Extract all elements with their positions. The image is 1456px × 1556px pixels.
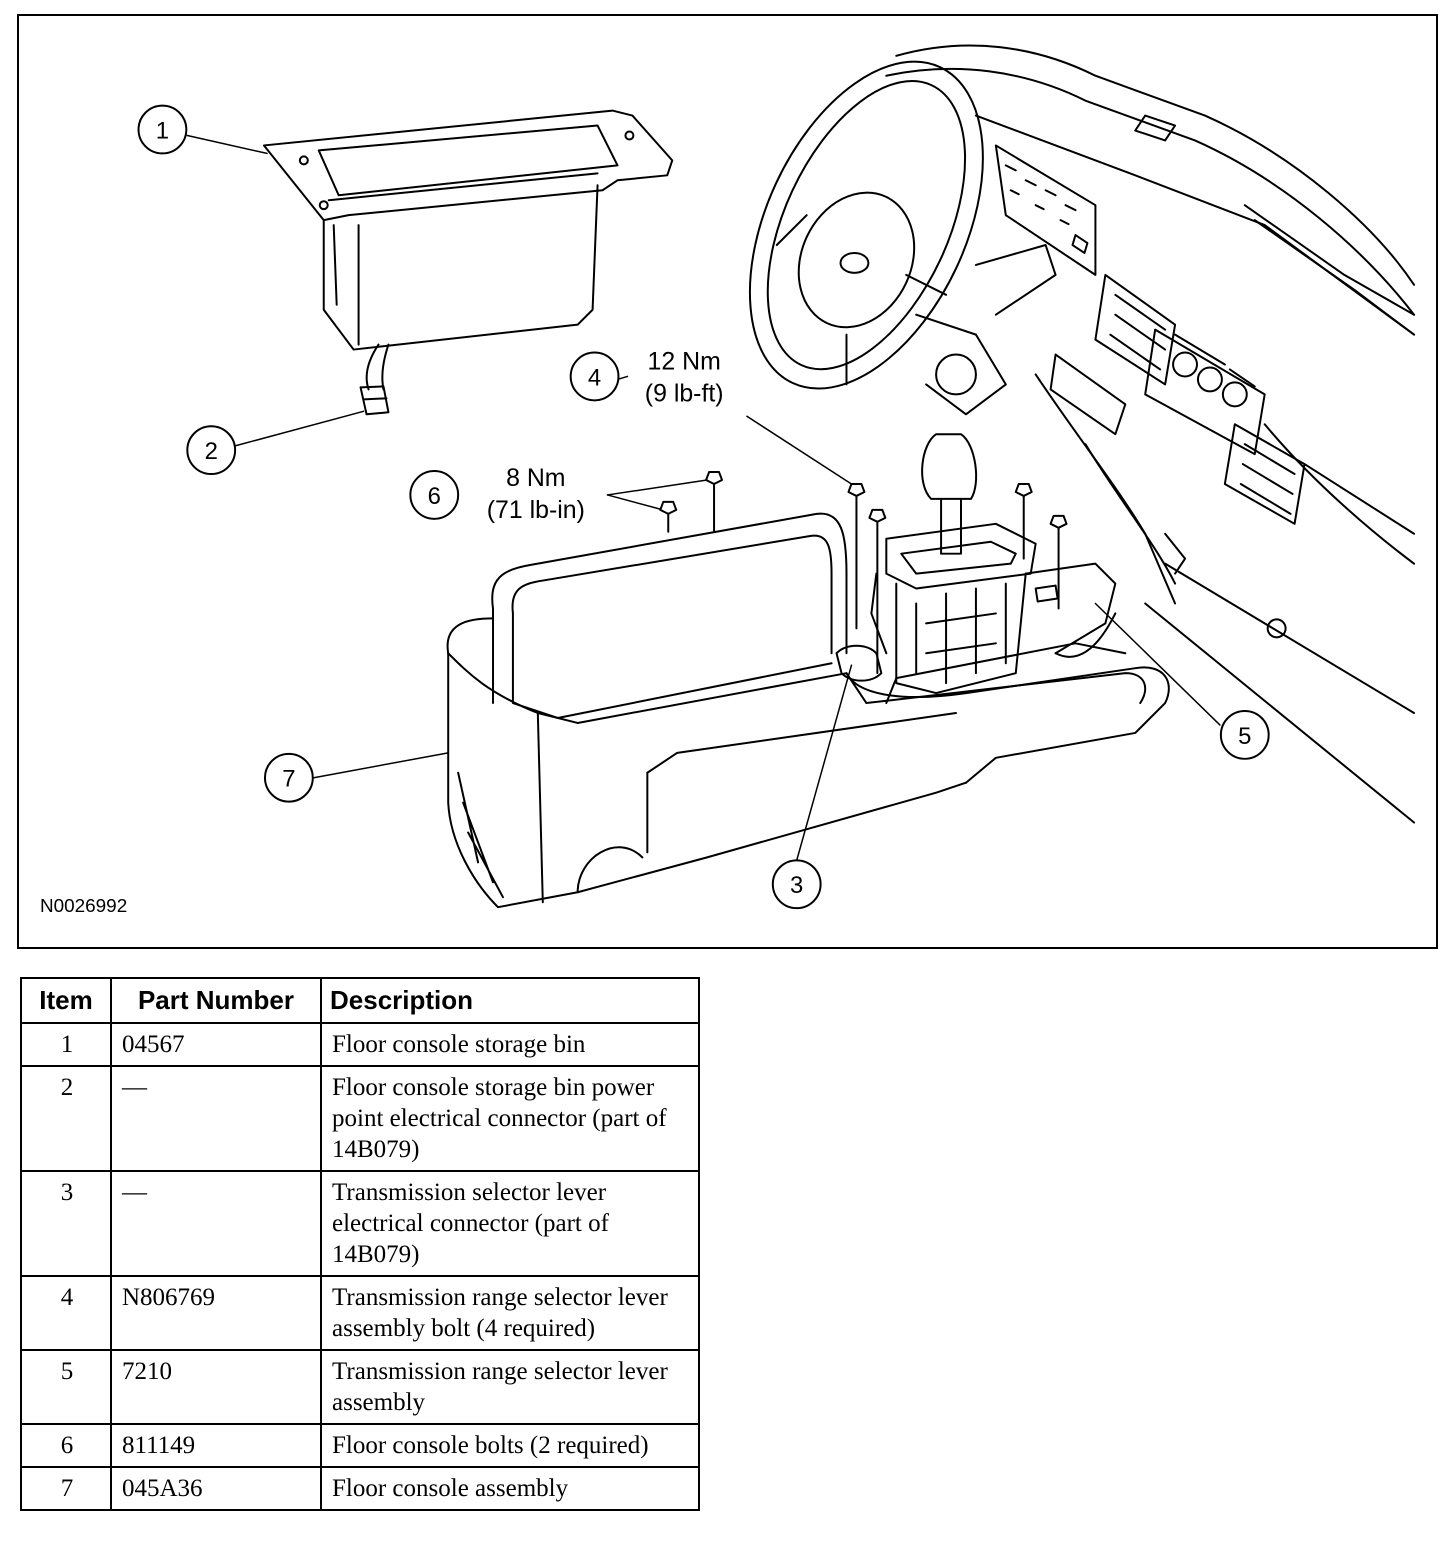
cell-item: 6 bbox=[20, 1423, 112, 1468]
torque-6-nm: 8 Nm bbox=[506, 464, 565, 492]
table-header-row: Item Part Number Description bbox=[20, 977, 700, 1024]
cell-item: 7 bbox=[20, 1466, 112, 1511]
cell-description: Floor console storage bin power point el… bbox=[320, 1065, 700, 1172]
cell-part-number: — bbox=[110, 1065, 322, 1172]
table-row: 4 N806769 Transmission range selector le… bbox=[20, 1275, 700, 1351]
table-row: 7 045A36 Floor console assembly bbox=[20, 1466, 700, 1511]
cell-part-number: 7210 bbox=[110, 1349, 322, 1425]
callout-3: 3 bbox=[771, 859, 822, 910]
cell-item: 4 bbox=[20, 1275, 112, 1351]
table-row: 2 — Floor console storage bin power poin… bbox=[20, 1065, 700, 1172]
callout-5: 5 bbox=[1219, 710, 1270, 760]
cell-description: Floor console assembly bbox=[320, 1466, 700, 1511]
leader-lines bbox=[186, 134, 1221, 862]
cell-part-number: — bbox=[110, 1170, 322, 1277]
parts-table: Item Part Number Description 1 04567 Flo… bbox=[20, 977, 700, 1511]
floor-console-drawing bbox=[446, 512, 1170, 909]
svg-text:4: 4 bbox=[588, 364, 601, 391]
svg-text:3: 3 bbox=[790, 872, 803, 899]
torque-4-nm: 12 Nm bbox=[648, 347, 721, 375]
bin-connector-drawing bbox=[359, 343, 390, 416]
cell-item: 1 bbox=[20, 1022, 112, 1067]
cell-description: Transmission range selector lever assemb… bbox=[320, 1275, 700, 1351]
svg-text:2: 2 bbox=[205, 438, 218, 465]
cell-part-number: 811149 bbox=[110, 1423, 322, 1468]
svg-text:1: 1 bbox=[156, 117, 169, 144]
svg-text:6: 6 bbox=[428, 483, 441, 510]
bolts-item-4 bbox=[847, 482, 1068, 675]
figure-id: N0026992 bbox=[40, 896, 127, 917]
storage-bin-drawing bbox=[262, 109, 674, 351]
cell-description: Floor console storage bin bbox=[320, 1022, 700, 1067]
svg-text:5: 5 bbox=[1238, 723, 1251, 750]
callout-1: 1 bbox=[137, 104, 188, 155]
callout-4: 4 bbox=[569, 351, 620, 402]
callout-6: 6 bbox=[409, 470, 460, 520]
selector-lever-drawing bbox=[870, 433, 1117, 695]
callout-7: 7 bbox=[263, 752, 314, 803]
cell-part-number: 045A36 bbox=[110, 1466, 322, 1511]
torque-4-lbft: (9 lb-ft) bbox=[645, 379, 724, 407]
exploded-view-diagram: 1 2 3 4 5 6 7 12 Nm (9 lb-ft) 8 Nm (71 l… bbox=[17, 14, 1438, 949]
cell-description: Transmission selector lever electrical c… bbox=[320, 1170, 700, 1277]
header-part-number: Part Number bbox=[110, 977, 322, 1024]
bolts-item-6 bbox=[659, 471, 724, 533]
callout-2: 2 bbox=[186, 425, 237, 476]
header-description: Description bbox=[320, 977, 700, 1024]
cell-description: Transmission range selector lever assemb… bbox=[320, 1349, 700, 1425]
header-item: Item bbox=[20, 977, 112, 1024]
table-row: 5 7210 Transmission range selector lever… bbox=[20, 1349, 700, 1425]
table-row: 6 811149 Floor console bolts (2 required… bbox=[20, 1423, 700, 1468]
torque-6-lbin: (71 lb-in) bbox=[487, 496, 585, 524]
cell-item: 5 bbox=[20, 1349, 112, 1425]
svg-text:7: 7 bbox=[282, 766, 295, 793]
steering-wheel-drawing bbox=[748, 60, 1057, 416]
cell-item: 2 bbox=[20, 1065, 112, 1172]
table-row: 3 — Transmission selector lever electric… bbox=[20, 1170, 700, 1277]
table-row: 1 04567 Floor console storage bin bbox=[20, 1022, 700, 1067]
cell-item: 3 bbox=[20, 1170, 112, 1277]
dashboard-drawing bbox=[885, 44, 1416, 824]
cell-part-number: N806769 bbox=[110, 1275, 322, 1351]
cell-description: Floor console bolts (2 required) bbox=[320, 1423, 700, 1468]
cell-part-number: 04567 bbox=[110, 1022, 322, 1067]
